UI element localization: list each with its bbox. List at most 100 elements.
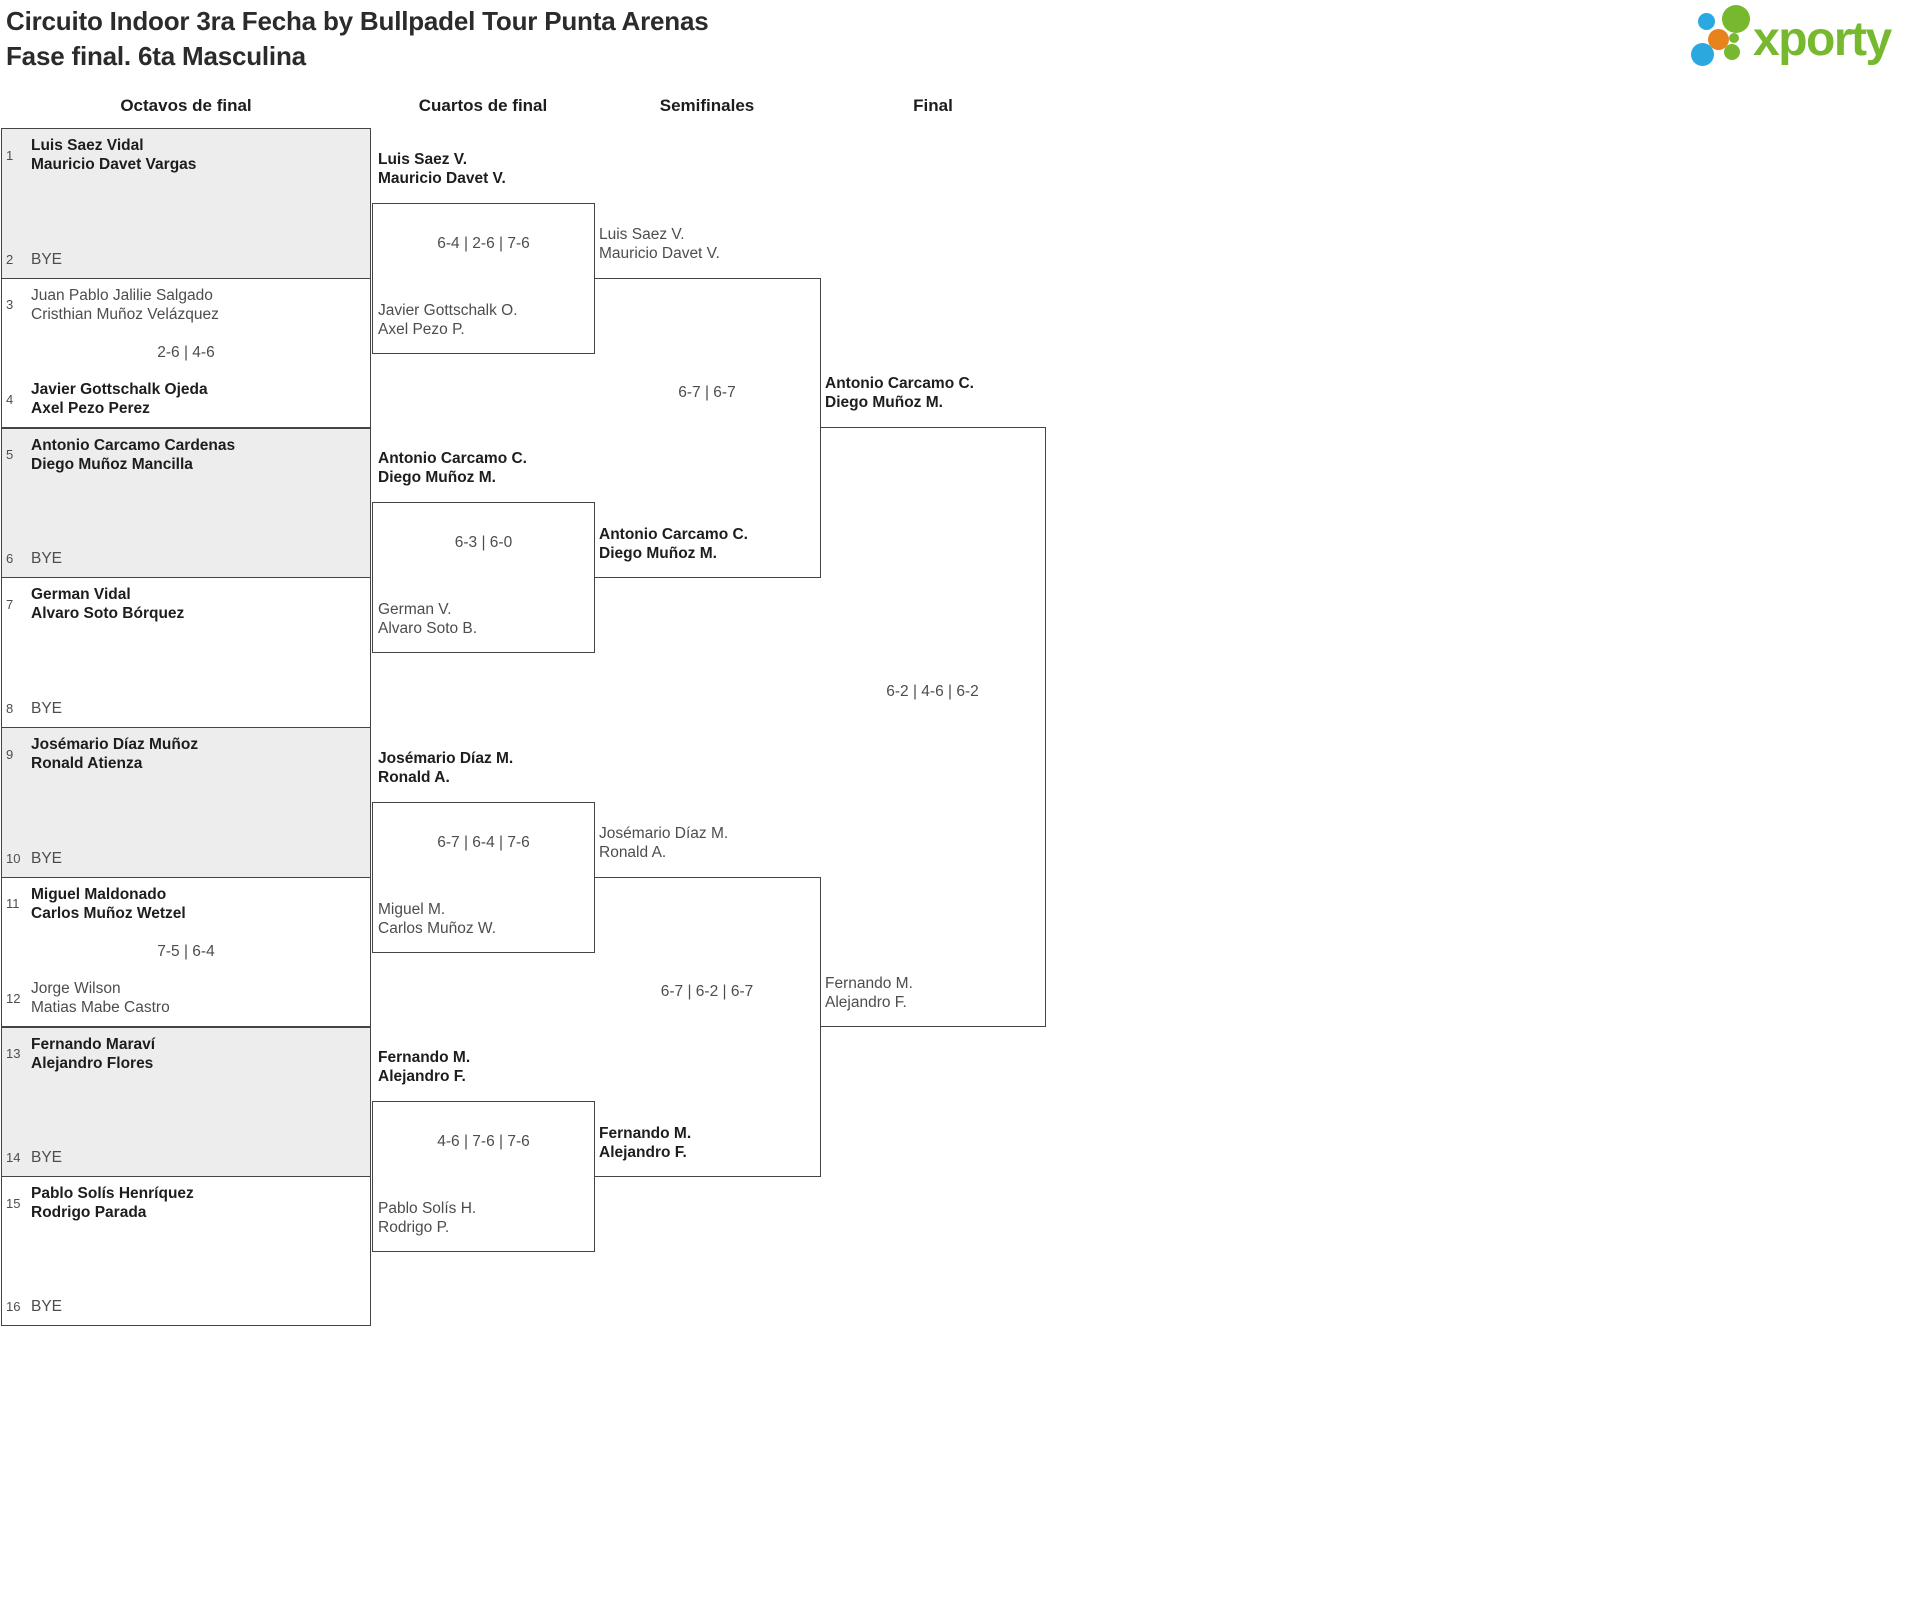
team-names: Miguel Maldonado Carlos Muñoz Wetzel (31, 885, 186, 922)
team-label-bottom: Miguel M. Carlos Muñoz W. (378, 901, 497, 937)
page-title: Circuito Indoor 3ra Fecha by Bullpadel T… (6, 4, 709, 74)
r16-match-4: 7 German Vidal Alvaro Soto Bórquez 8 BYE (1, 577, 371, 728)
logo-dot-blue-small (1698, 13, 1715, 30)
r16-match-5: 9 Josémario Díaz Muñoz Ronald Atienza 10… (1, 727, 371, 878)
qf-match-4: Fernando M. Alejandro F. 4-6 | 7-6 | 7-6… (372, 1049, 595, 1252)
team-row-bottom: 12 Jorge Wilson Matias Mabe Castro (6, 979, 170, 1017)
title-line2: Fase final. 6ta Masculina (6, 41, 306, 71)
team-label-bottom: Javier Gottschalk O. Axel Pezo P. (378, 302, 518, 338)
logo-dot-orange (1708, 29, 1729, 50)
title-line1: Circuito Indoor 3ra Fecha by Bullpadel T… (6, 6, 709, 36)
team-label-top: Antonio Carcamo C. Diego Muñoz M. (825, 375, 974, 411)
seed-number: 3 (6, 297, 14, 313)
logo-dot-green-small (1724, 44, 1740, 60)
team-row-bottom: 16 BYE (6, 1297, 62, 1316)
xporty-logo[interactable]: xporty (1691, 4, 1920, 74)
team-label-top: Luis Saez V. Mauricio Davet V. (599, 226, 720, 262)
seed-number: 8 (6, 700, 14, 716)
team-row-top: 11 Miguel Maldonado Carlos Muñoz Wetzel (6, 885, 186, 923)
team-names: Javier Gottschalk Ojeda Axel Pezo Perez (31, 381, 208, 418)
r16-match-3: 5 Antonio Carcamo Cardenas Diego Muñoz M… (1, 427, 371, 579)
team-row-top: 3 Juan Pablo Jalilie Salgado Cristhian M… (6, 286, 219, 324)
logo-dot-green-large (1722, 5, 1750, 33)
team-label-bottom: Antonio Carcamo C. Diego Muñoz M. (599, 526, 748, 562)
r16-match-6: 11 Miguel Maldonado Carlos Muñoz Wetzel … (1, 876, 371, 1028)
match-score: 2-6 | 4-6 (157, 344, 215, 362)
team-row-bottom: 4 Javier Gottschalk Ojeda Axel Pezo Pere… (6, 380, 208, 418)
team-names: BYE (31, 1149, 63, 1167)
seed-number: 6 (6, 551, 14, 567)
seed-number: 5 (6, 447, 14, 462)
match-score: 6-7 | 6-4 | 7-6 (437, 833, 530, 851)
team-label-bottom: German V. Alvaro Soto B. (378, 601, 478, 637)
seed-number: 2 (6, 251, 14, 267)
round-header-cuartos: Cuartos de final (418, 96, 548, 115)
seed-number: 15 (6, 1195, 21, 1211)
team-row-bottom: 10 BYE (6, 849, 62, 868)
team-names: Juan Pablo Jalilie Salgado Cristhian Muñ… (31, 286, 219, 323)
match-score: 6-4 | 2-6 | 7-6 (437, 234, 530, 252)
team-label-bottom: Fernando M. Alejandro F. (599, 1125, 692, 1161)
seed-number: 11 (6, 896, 20, 912)
seed-number: 9 (6, 746, 14, 762)
r16-match-8: 15 Pablo Solís Henríquez Rodrigo Parada … (1, 1176, 371, 1326)
seed-number: 1 (6, 147, 14, 163)
team-names: BYE (31, 550, 63, 568)
team-names: Fernando Maraví Alejandro Flores (31, 1035, 156, 1072)
match-score: 6-7 | 6-2 | 6-7 (660, 983, 754, 1000)
team-names: Antonio Carcamo Cardenas Diego Muñoz Man… (31, 436, 236, 473)
team-label-top: Luis Saez V. Mauricio Davet V. (378, 151, 506, 187)
team-names: Pablo Solís Henríquez Rodrigo Parada (31, 1185, 194, 1222)
logo-dot-blue-large (1691, 43, 1714, 66)
seed-number: 16 (6, 1298, 21, 1314)
team-names: BYE (31, 699, 63, 717)
team-row-top: 7 German Vidal Alvaro Soto Bórquez (6, 585, 184, 623)
seed-number: 13 (6, 1046, 21, 1061)
match-score: 7-5 | 6-4 (157, 943, 215, 961)
team-row-top: 13 Fernando Maraví Alejandro Flores (6, 1035, 155, 1073)
team-names: BYE (31, 250, 63, 268)
logo-wordmark: xporty (1753, 13, 1892, 66)
team-names: German Vidal Alvaro Soto Bórquez (31, 586, 185, 623)
team-names: Josémario Díaz Muñoz Ronald Atienza (31, 736, 199, 772)
round-header-final: Final (913, 96, 953, 115)
team-label-top: Fernando M. Alejandro F. (378, 1049, 471, 1085)
round-header-semifinales: Semifinales (659, 96, 755, 115)
team-label-top: Antonio Carcamo C. Diego Muñoz M. (378, 450, 527, 486)
logo-dot-green-tiny (1729, 33, 1739, 43)
r16-match-1: 1 Luis Saez Vidal Mauricio Davet Vargas … (1, 128, 371, 279)
seed-number: 14 (6, 1150, 21, 1166)
seed-number: 10 (6, 850, 21, 866)
team-names: BYE (31, 1297, 63, 1315)
team-names: Jorge Wilson Matias Mabe Castro (31, 980, 170, 1017)
team-row-bottom: 2 BYE (6, 250, 62, 269)
match-score: 6-2 | 4-6 | 6-2 (886, 683, 979, 700)
sf-match-2: Josémario Díaz M. Ronald A. 6-7 | 6-2 | … (594, 825, 821, 1177)
seed-number: 12 (6, 990, 21, 1006)
match-score: 6-7 | 6-7 (678, 384, 736, 401)
team-row-top: 1 Luis Saez Vidal Mauricio Davet Vargas (6, 136, 196, 174)
qf-match-3: Josémario Díaz M. Ronald A. 6-7 | 6-4 | … (372, 750, 595, 953)
team-label-top: Josémario Díaz M. Ronald A. (378, 750, 514, 786)
team-row-bottom: 8 BYE (6, 699, 62, 718)
seed-number: 7 (6, 596, 14, 612)
final-match: Antonio Carcamo C. Diego Muñoz M. 6-2 | … (820, 375, 1046, 1027)
team-row-bottom: 6 BYE (6, 549, 62, 568)
r16-match-7: 13 Fernando Maraví Alejandro Flores 14 B… (1, 1026, 371, 1178)
team-row-bottom: 14 BYE (6, 1148, 62, 1167)
team-label-bottom: Pablo Solís H. Rodrigo P. (378, 1200, 477, 1236)
sf-match-1: Luis Saez V. Mauricio Davet V. 6-7 | 6-7… (594, 226, 821, 578)
team-names: BYE (31, 849, 63, 867)
team-names: Luis Saez Vidal Mauricio Davet Vargas (31, 137, 197, 173)
match-score: 6-3 | 6-0 (454, 533, 513, 551)
team-label-bottom: Fernando M. Alejandro F. (825, 975, 913, 1011)
team-row-top: 5 Antonio Carcamo Cardenas Diego Muñoz M… (6, 436, 235, 474)
team-label-top: Josémario Díaz M. Ronald A. (599, 825, 729, 861)
qf-match-1: Luis Saez V. Mauricio Davet V. 6-4 | 2-6… (372, 151, 595, 354)
team-row-top: 9 Josémario Díaz Muñoz Ronald Atienza (6, 735, 198, 773)
qf-match-2: Antonio Carcamo C. Diego Muñoz M. 6-3 | … (372, 450, 595, 653)
match-score: 4-6 | 7-6 | 7-6 (437, 1132, 530, 1150)
seed-number: 4 (6, 391, 14, 407)
team-row-top: 15 Pablo Solís Henríquez Rodrigo Parada (6, 1184, 194, 1222)
